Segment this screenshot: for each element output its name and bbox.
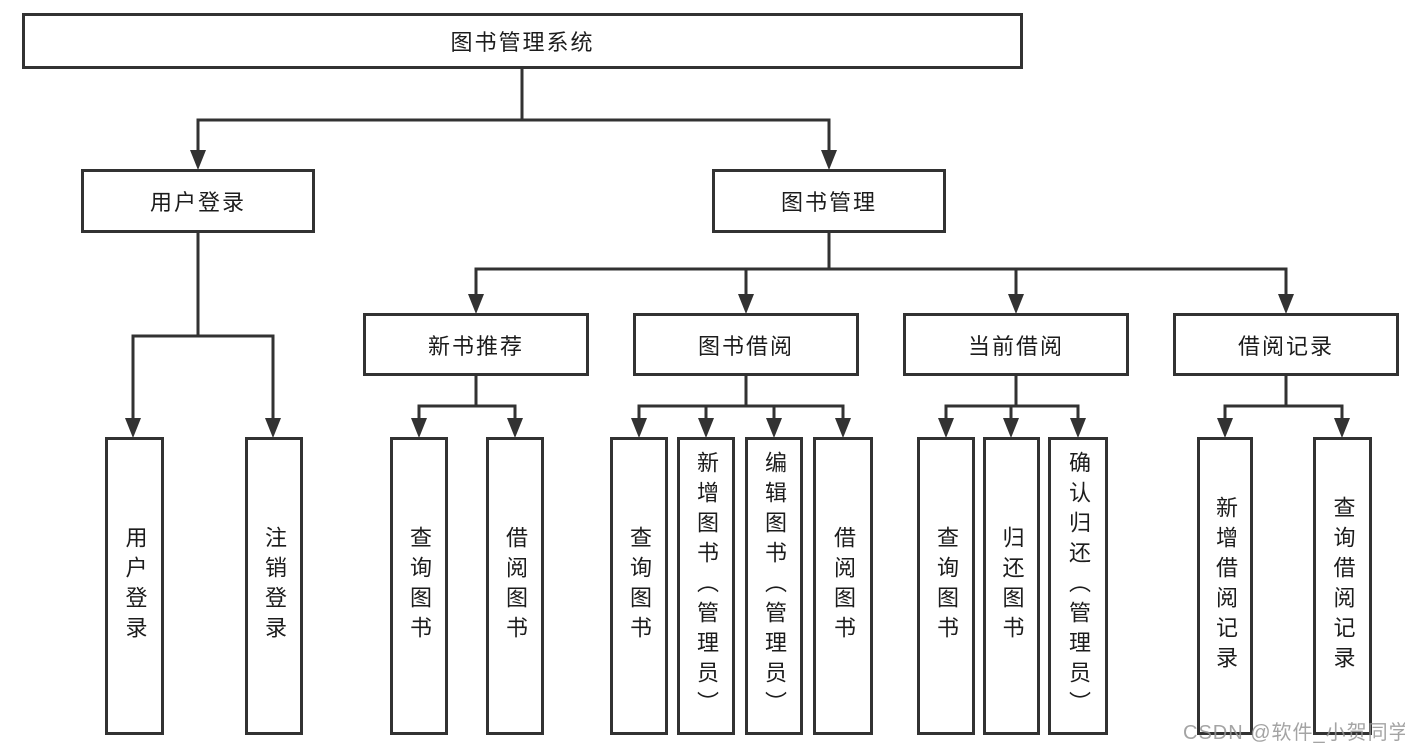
node-borrow-records: 借阅记录 <box>1173 313 1399 376</box>
arrowheads <box>125 150 1350 438</box>
node-root-system: 图书管理系统 <box>22 13 1023 69</box>
leaf-nb-borrow-books: 借阅图书 <box>486 437 544 735</box>
node-user-login: 用户登录 <box>81 169 315 233</box>
leaf-cb-confirm-return-admin: 确认归还（管理员） <box>1048 437 1108 735</box>
node-book-borrow: 图书借阅 <box>633 313 859 376</box>
leaf-br-query-record: 查询借阅记录 <box>1313 437 1372 735</box>
leaf-bb-add-books-admin: 新增图书（管理员） <box>677 437 735 735</box>
leaf-bb-query-books: 查询图书 <box>610 437 668 735</box>
csdn-watermark: CSDN @软件_小贺同学 <box>1183 722 1405 744</box>
leaf-cb-query-books: 查询图书 <box>917 437 975 735</box>
leaf-bb-edit-books-admin: 编辑图书（管理员） <box>745 437 803 735</box>
leaf-logout: 注销登录 <box>245 437 303 735</box>
leaf-nb-query-books: 查询图书 <box>390 437 448 735</box>
leaf-br-add-record: 新增借阅记录 <box>1197 437 1253 735</box>
node-book-management: 图书管理 <box>712 169 946 233</box>
leaf-cb-return-books: 归还图书 <box>983 437 1040 735</box>
tree-edges <box>131 67 1344 422</box>
leaf-user-login: 用户登录 <box>105 437 164 735</box>
node-new-book-recommend: 新书推荐 <box>363 313 589 376</box>
node-current-borrow: 当前借阅 <box>903 313 1129 376</box>
leaf-bb-borrow-books: 借阅图书 <box>813 437 873 735</box>
